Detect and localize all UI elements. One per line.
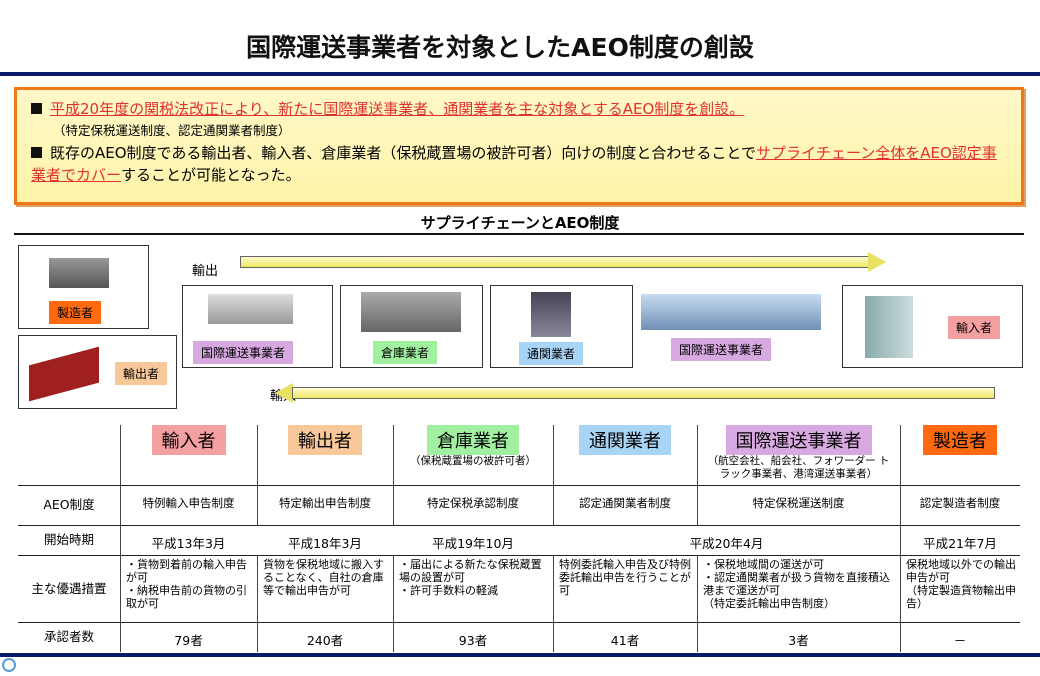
header-note: （保税蔵置場の被許可者）: [410, 455, 536, 467]
title-divider: [0, 72, 1040, 76]
approved-count-cell: 240者: [306, 633, 344, 648]
manufacturer-label: 製造者: [49, 301, 102, 324]
table-col-divider: [257, 425, 258, 525]
table-col-divider: [553, 555, 554, 652]
merit-cell: ・届出による新たな保税蔵置場の設置が可 ・許可手数料の軽減: [399, 558, 542, 597]
table-col-divider: [120, 525, 121, 555]
summary-box: 平成20年度の関税法改正により、新たに国際運送事業者、通関業者を主な対象とするA…: [14, 87, 1024, 205]
merit-cell: ・保税地域間の運送が可 ・認定通関業者が扱う貨物を直接積込港まで運送が可 （特定…: [703, 558, 890, 610]
row-label: AEO制度: [43, 497, 95, 512]
merit-cell: 保税地域以外での輸出申告が可 （特定製造貨物輸出申告）: [906, 558, 1016, 610]
summary-line-2b: することが可能となった。: [121, 166, 301, 184]
carrier-label: 国際運送事業者: [193, 341, 294, 364]
summary-line-1: 平成20年度の関税法改正により、新たに国際運送事業者、通関業者を主な対象とするA…: [50, 100, 745, 118]
carrier-box: 国際運送事業者: [182, 285, 333, 368]
exporter-box: 輸出者: [18, 335, 177, 409]
header-label: 国際運送事業者: [725, 425, 872, 455]
table-col-divider: [393, 555, 394, 652]
table-col-divider: [900, 555, 901, 652]
factory-icon: [49, 258, 109, 288]
start-date-cell: 平成19年10月: [432, 536, 514, 551]
table-col-divider: [120, 425, 121, 525]
table-col-divider: [697, 555, 698, 652]
table-header-4: 国際運送事業者（航空会社、船会社、フォワーダー トラック事業者、港湾運送事業者）: [697, 425, 900, 485]
importer-box: 輸入者: [842, 285, 1023, 368]
header-label: 輸入者: [151, 425, 226, 455]
logo-icon: [2, 658, 16, 672]
truck-icon: [208, 294, 293, 324]
aeo-system-cell: 認定製造者制度: [919, 496, 1001, 510]
importer-label: 輸入者: [948, 316, 1001, 339]
table-row-divider: [18, 622, 1020, 623]
table-col-divider: [900, 525, 901, 555]
start-date-cell: 平成21年7月: [923, 536, 997, 551]
manufacturer-box: 製造者: [18, 245, 149, 329]
bullet-icon: [31, 147, 42, 158]
approved-count-cell: 79者: [174, 633, 203, 648]
aeo-system-cell: 特定保税運送制度: [752, 496, 845, 510]
table-col-divider: [257, 555, 258, 652]
factory-building-icon: [29, 346, 99, 402]
table-col-divider: [697, 425, 698, 525]
broker-label: 通関業者: [519, 342, 584, 365]
export-label: 輸出: [192, 264, 219, 279]
person-icon: [531, 292, 571, 337]
start-date-cell: 平成13年3月: [151, 536, 226, 551]
bullet-icon: [31, 103, 42, 114]
broker-box: 通関業者: [490, 285, 633, 368]
table-header-0: 輸入者: [120, 425, 257, 485]
warehouse-label: 倉庫業者: [373, 341, 438, 364]
summary-line-2a: 既存のAEO制度である輸出者、輸入者、倉庫業者（保税蔵置場の被許可者）向けの制度…: [50, 144, 756, 162]
table-col-divider: [900, 425, 901, 525]
exporter-label: 輸出者: [115, 362, 168, 385]
row-label: 開始時期: [43, 532, 94, 547]
ship-crane-icon: [641, 294, 821, 330]
table-col-divider: [553, 425, 554, 525]
carrier2-label: 国際運送事業者: [671, 338, 772, 361]
export-arrow: [240, 256, 870, 268]
table-row-divider: [18, 555, 1020, 556]
diagram-divider: [14, 233, 1024, 235]
approved-count-cell: 3者: [788, 633, 809, 648]
row-label: 主な優遇措置: [31, 581, 107, 596]
approved-count-cell: －: [953, 633, 967, 648]
approved-count-cell: 41者: [610, 633, 640, 648]
table-row-divider: [18, 485, 1020, 486]
header-label: 通関業者: [579, 425, 671, 455]
import-arrow: [292, 387, 995, 399]
table-header-1: 輸出者: [257, 425, 393, 485]
aeo-system-cell: 特例輸入申告制度: [142, 496, 235, 510]
warehouse-box: 倉庫業者: [340, 285, 483, 368]
aeo-system-cell: 認定通関業者制度: [579, 496, 671, 510]
summary-line-2-highlight: サプライチェーン全体をAEO認定事業者でカバー: [31, 144, 997, 184]
approved-count-cell: 93者: [458, 633, 488, 648]
merit-cell: 貨物を保税地域に搬入することなく、自社の倉庫等で輸出申告が可: [263, 558, 384, 597]
carrier2-box: 国際運送事業者: [640, 285, 831, 368]
diagram-title: サプライチェーンとAEO制度: [420, 214, 620, 232]
office-building-icon: [865, 296, 913, 358]
header-label: 製造者: [923, 425, 997, 455]
header-label: 倉庫業者: [427, 425, 519, 455]
aeo-system-cell: 特定保税承認制度: [427, 496, 519, 510]
table-col-divider: [120, 555, 121, 652]
table-header-3: 通関業者: [553, 425, 697, 485]
start-date-cell: 平成20年4月: [689, 536, 764, 551]
aeo-system-cell: 特定輸出申告制度: [279, 496, 371, 510]
merit-cell: ・貨物到着前の輸入申告が可 ・納税申告前の貨物の引取が可: [126, 558, 247, 610]
row-label: 承認者数: [43, 629, 94, 644]
header-label: 輸出者: [288, 425, 362, 455]
import-arrowhead-icon: [275, 383, 293, 403]
export-arrowhead-icon: [868, 252, 886, 272]
page-title: 国際運送事業者を対象としたAEO制度の創設: [246, 33, 754, 62]
footer-divider: [0, 653, 1040, 657]
start-date-cell: 平成18年3月: [288, 536, 362, 551]
table-header-2: 倉庫業者（保税蔵置場の被許可者）: [393, 425, 553, 485]
summary-line-1-sub: （特定保税運送制度、認定通関業者制度）: [53, 123, 291, 138]
table-row-divider: [18, 525, 1020, 526]
table-col-divider: [393, 425, 394, 525]
table-header-5: 製造者: [900, 425, 1020, 485]
warehouse-icon: [361, 292, 461, 332]
header-note: （航空会社、船会社、フォワーダー トラック事業者、港湾運送事業者）: [707, 455, 890, 480]
merit-cell: 特例委託輸入申告及び特例委託輸出申告を行うことが可: [559, 558, 691, 597]
